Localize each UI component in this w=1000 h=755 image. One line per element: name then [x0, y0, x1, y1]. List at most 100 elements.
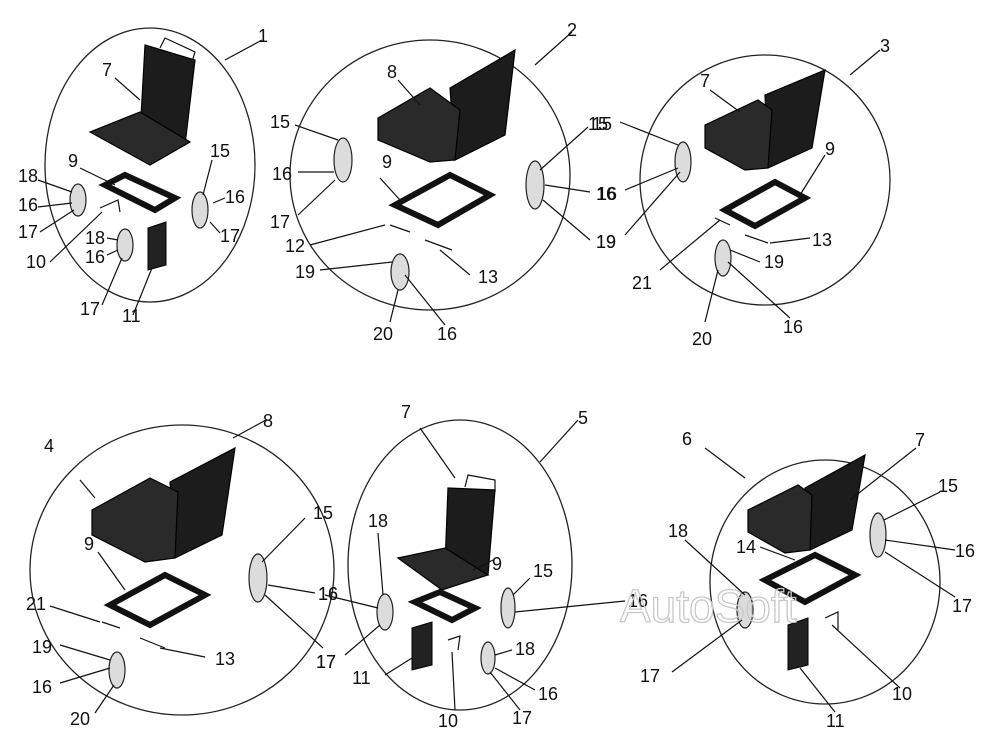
- label-20: 20: [692, 329, 712, 349]
- label-11: 11: [826, 711, 845, 731]
- label-15: 15: [270, 112, 290, 132]
- group-6: 6 7 15 16 17 14 18 17 10 11: [640, 429, 975, 731]
- seat-cushion: [377, 87, 461, 163]
- label-21: 21: [26, 594, 46, 614]
- group-2: 2 8 15 16 17 9 12 19 13 20 16 15 16 19: [270, 20, 616, 344]
- label-16: 16: [225, 187, 245, 207]
- headrest-handle: [464, 474, 496, 492]
- seat-cushion: [91, 477, 179, 563]
- label-16: 16: [538, 684, 558, 704]
- seat-cushion: [396, 547, 490, 591]
- group-5-boundary: [347, 419, 573, 711]
- label-group-4: 4: [44, 436, 54, 456]
- seat-frame: [758, 551, 862, 606]
- label-9: 9: [492, 554, 502, 574]
- seat-frame: [103, 571, 212, 629]
- label-15: 15: [313, 503, 333, 523]
- label-18: 18: [85, 228, 105, 248]
- label-9: 9: [84, 534, 94, 554]
- group-4: 4 8 9 15 16 17 21 19 13 16 20: [26, 411, 338, 729]
- label-group-6: 6: [682, 429, 692, 449]
- label-13: 13: [215, 649, 235, 669]
- seat-cushion: [88, 111, 192, 166]
- label-16: 16: [318, 584, 338, 604]
- side-panel: [147, 221, 167, 271]
- label-15: 15: [210, 141, 230, 161]
- seat-frame: [718, 178, 812, 230]
- bracket-13: [744, 234, 769, 244]
- seat-backrest: [449, 48, 516, 161]
- label-19: 19: [764, 252, 784, 272]
- bracket-21: [714, 217, 731, 226]
- label-17: 17: [18, 222, 38, 242]
- label-16: 16: [18, 195, 38, 215]
- fastener-detail-right: [500, 587, 516, 629]
- label-16: 16: [437, 324, 457, 344]
- fastener-detail-right: [525, 160, 545, 210]
- side-panel: [787, 617, 809, 671]
- seat-frame: [98, 171, 182, 214]
- label-16: 16: [955, 541, 975, 561]
- label-13: 13: [812, 230, 832, 250]
- label-12: 12: [285, 236, 305, 256]
- label-18: 18: [368, 511, 388, 531]
- fastener-detail-bottom: [108, 651, 126, 689]
- label-7: 7: [102, 60, 112, 80]
- group-1: 1 7 9 18 16 17 10 15 16 17 18 16 17 11: [18, 26, 268, 326]
- label-19: 19: [596, 232, 616, 252]
- seat-backrest: [804, 453, 866, 551]
- label-16: 16: [85, 247, 105, 267]
- label-20: 20: [70, 709, 90, 729]
- label-8: 8: [263, 411, 273, 431]
- label-9: 9: [382, 152, 392, 172]
- label-7: 7: [401, 402, 411, 422]
- seat-frame: [407, 588, 482, 624]
- label-13: 13: [478, 267, 498, 287]
- fastener-detail-left: [674, 141, 692, 183]
- bracket: [824, 611, 839, 630]
- label-15: 15: [533, 561, 553, 581]
- label-20: 20: [373, 324, 393, 344]
- label-16: 16: [318, 584, 338, 604]
- label-17: 17: [316, 652, 336, 672]
- label-9: 9: [68, 151, 78, 171]
- bracket: [447, 635, 461, 651]
- fastener-detail-bottom: [480, 641, 496, 675]
- label-19: 19: [295, 262, 315, 282]
- label-19: 19: [596, 232, 616, 252]
- label-7: 7: [915, 430, 925, 450]
- label-18: 18: [515, 639, 535, 659]
- label-17: 17: [270, 212, 290, 232]
- label-15: 15: [592, 114, 612, 134]
- label-10: 10: [438, 711, 458, 731]
- fastener-detail-bottom: [390, 253, 410, 291]
- label-8: 8: [387, 62, 397, 82]
- label-21: 21: [632, 273, 652, 293]
- label-10: 10: [892, 684, 912, 704]
- fastener-detail-left: [376, 593, 394, 631]
- bracket-12: [389, 224, 411, 233]
- label-17: 17: [640, 666, 660, 686]
- fastener-detail-left: [736, 591, 754, 629]
- label-11: 11: [352, 668, 371, 688]
- label-19: 19: [32, 637, 52, 657]
- label-group-3: 3: [880, 36, 890, 56]
- fastener-detail-left: [69, 183, 87, 217]
- fastener-detail-left: [333, 137, 353, 183]
- fastener-detail-right: [191, 191, 209, 229]
- fastener-detail-right: [869, 512, 887, 558]
- label-16: 16: [783, 317, 803, 337]
- seat-backrest: [169, 446, 236, 559]
- label-10: 10: [26, 252, 46, 272]
- label-11: 11: [122, 306, 141, 326]
- label-group-1: 1: [258, 26, 268, 46]
- watermark: AutoSoft: [620, 580, 797, 632]
- seat-backrest: [764, 69, 826, 169]
- label-17: 17: [316, 652, 336, 672]
- bracket-13: [424, 239, 453, 251]
- group-2-boundary: [289, 39, 571, 311]
- group-5: 7 5 18 9 15 16 17 11 18 16 17 10 16: [316, 402, 648, 731]
- label-15: 15: [938, 476, 958, 496]
- label-18: 18: [18, 166, 38, 186]
